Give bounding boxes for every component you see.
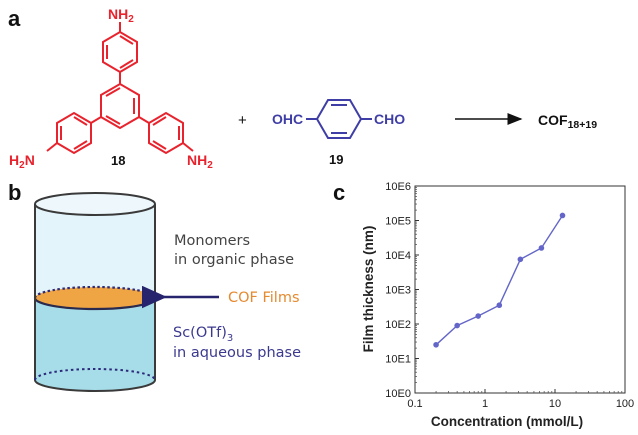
top-ring-double-bond — [119, 59, 134, 69]
data-point — [433, 341, 439, 348]
ohc-label: OHC — [272, 111, 303, 127]
panel-c-label: c — [333, 180, 345, 205]
panel-b: b Monomers in organic phase COF Films Sc… — [8, 180, 301, 392]
y-tick-label: 10E0 — [385, 388, 411, 400]
container-top-rim — [34, 192, 156, 216]
y-tick-label: 10E6 — [385, 181, 411, 193]
right-amine-label: NH2 — [187, 152, 213, 171]
central-ring — [100, 82, 140, 130]
data-point — [559, 212, 566, 219]
y-tick-label: 10E1 — [385, 354, 411, 366]
left-ring — [56, 111, 92, 155]
central-ring-double-bond — [105, 87, 121, 97]
top-ring-double-bond — [119, 35, 134, 45]
plot-frame — [414, 185, 626, 394]
y-tick-label: 10E5 — [385, 216, 411, 228]
top-amine-label: NH2 — [108, 6, 134, 25]
panel-b-label: b — [8, 180, 21, 205]
container-bottom-back — [34, 368, 156, 381]
compound-18-label: 18 — [111, 153, 125, 168]
y-tick-label: 10E2 — [385, 319, 411, 331]
data-point — [538, 245, 545, 251]
aldehyde-structure — [306, 99, 372, 139]
central-ring-double-bond — [105, 115, 121, 125]
compound-19-label: 19 — [329, 152, 343, 167]
x-tick-label: 0.1 — [407, 398, 422, 410]
y-tick-label: 10E4 — [385, 250, 411, 262]
plus-sign: + — [238, 112, 247, 129]
cof-films-label: COF Films — [228, 290, 300, 306]
aqueous-phase-label-1: Sc(OTf)3 — [173, 325, 233, 344]
data-point — [454, 322, 460, 329]
data-point — [475, 313, 482, 319]
right-ring-double-bond — [152, 140, 167, 150]
aqueous-phase-label-2: in aqueous phase — [173, 345, 301, 361]
organic-phase-label-1: Monomers — [174, 233, 250, 249]
x-tick-label: 10 — [549, 398, 561, 410]
x-tick-label: 100 — [616, 398, 634, 410]
container-bottom-front — [34, 379, 156, 392]
right-amine-bond — [182, 142, 194, 152]
panel-a-label: a — [8, 6, 21, 31]
left-ring-double-bond — [73, 140, 88, 150]
top-ring — [102, 30, 138, 74]
data-series — [433, 212, 566, 348]
cof-film-layer — [35, 287, 155, 309]
right-link-bond — [138, 116, 150, 124]
data-point — [517, 256, 524, 263]
right-ring-double-bond — [152, 116, 167, 126]
left-amine-label: H2N — [9, 152, 35, 171]
left-ring-double-bond — [73, 116, 88, 126]
right-ring — [148, 111, 184, 155]
x-tick-label: 1 — [482, 398, 488, 410]
y-tick-label: 10E3 — [385, 285, 411, 297]
cho-label: CHO — [374, 111, 405, 127]
panel-a: a — [8, 6, 597, 171]
x-axis-title: Concentration (mmol/L) — [431, 414, 583, 429]
axis-ticks: 10E0 10E1 10E2 10E3 10E4 10E5 10E6 0.1 1 10 100 — [385, 181, 634, 410]
data-point — [496, 302, 503, 309]
triamine-structure — [46, 22, 194, 155]
left-link-bond — [90, 116, 102, 124]
aqueous-phase — [35, 298, 155, 391]
organic-phase-label-2: in organic phase — [174, 252, 294, 268]
organic-phase — [35, 204, 155, 309]
product-label: COF18+19 — [538, 112, 597, 131]
left-amine-bond — [46, 142, 58, 152]
y-axis-title: Film thickness (nm) — [361, 226, 376, 353]
